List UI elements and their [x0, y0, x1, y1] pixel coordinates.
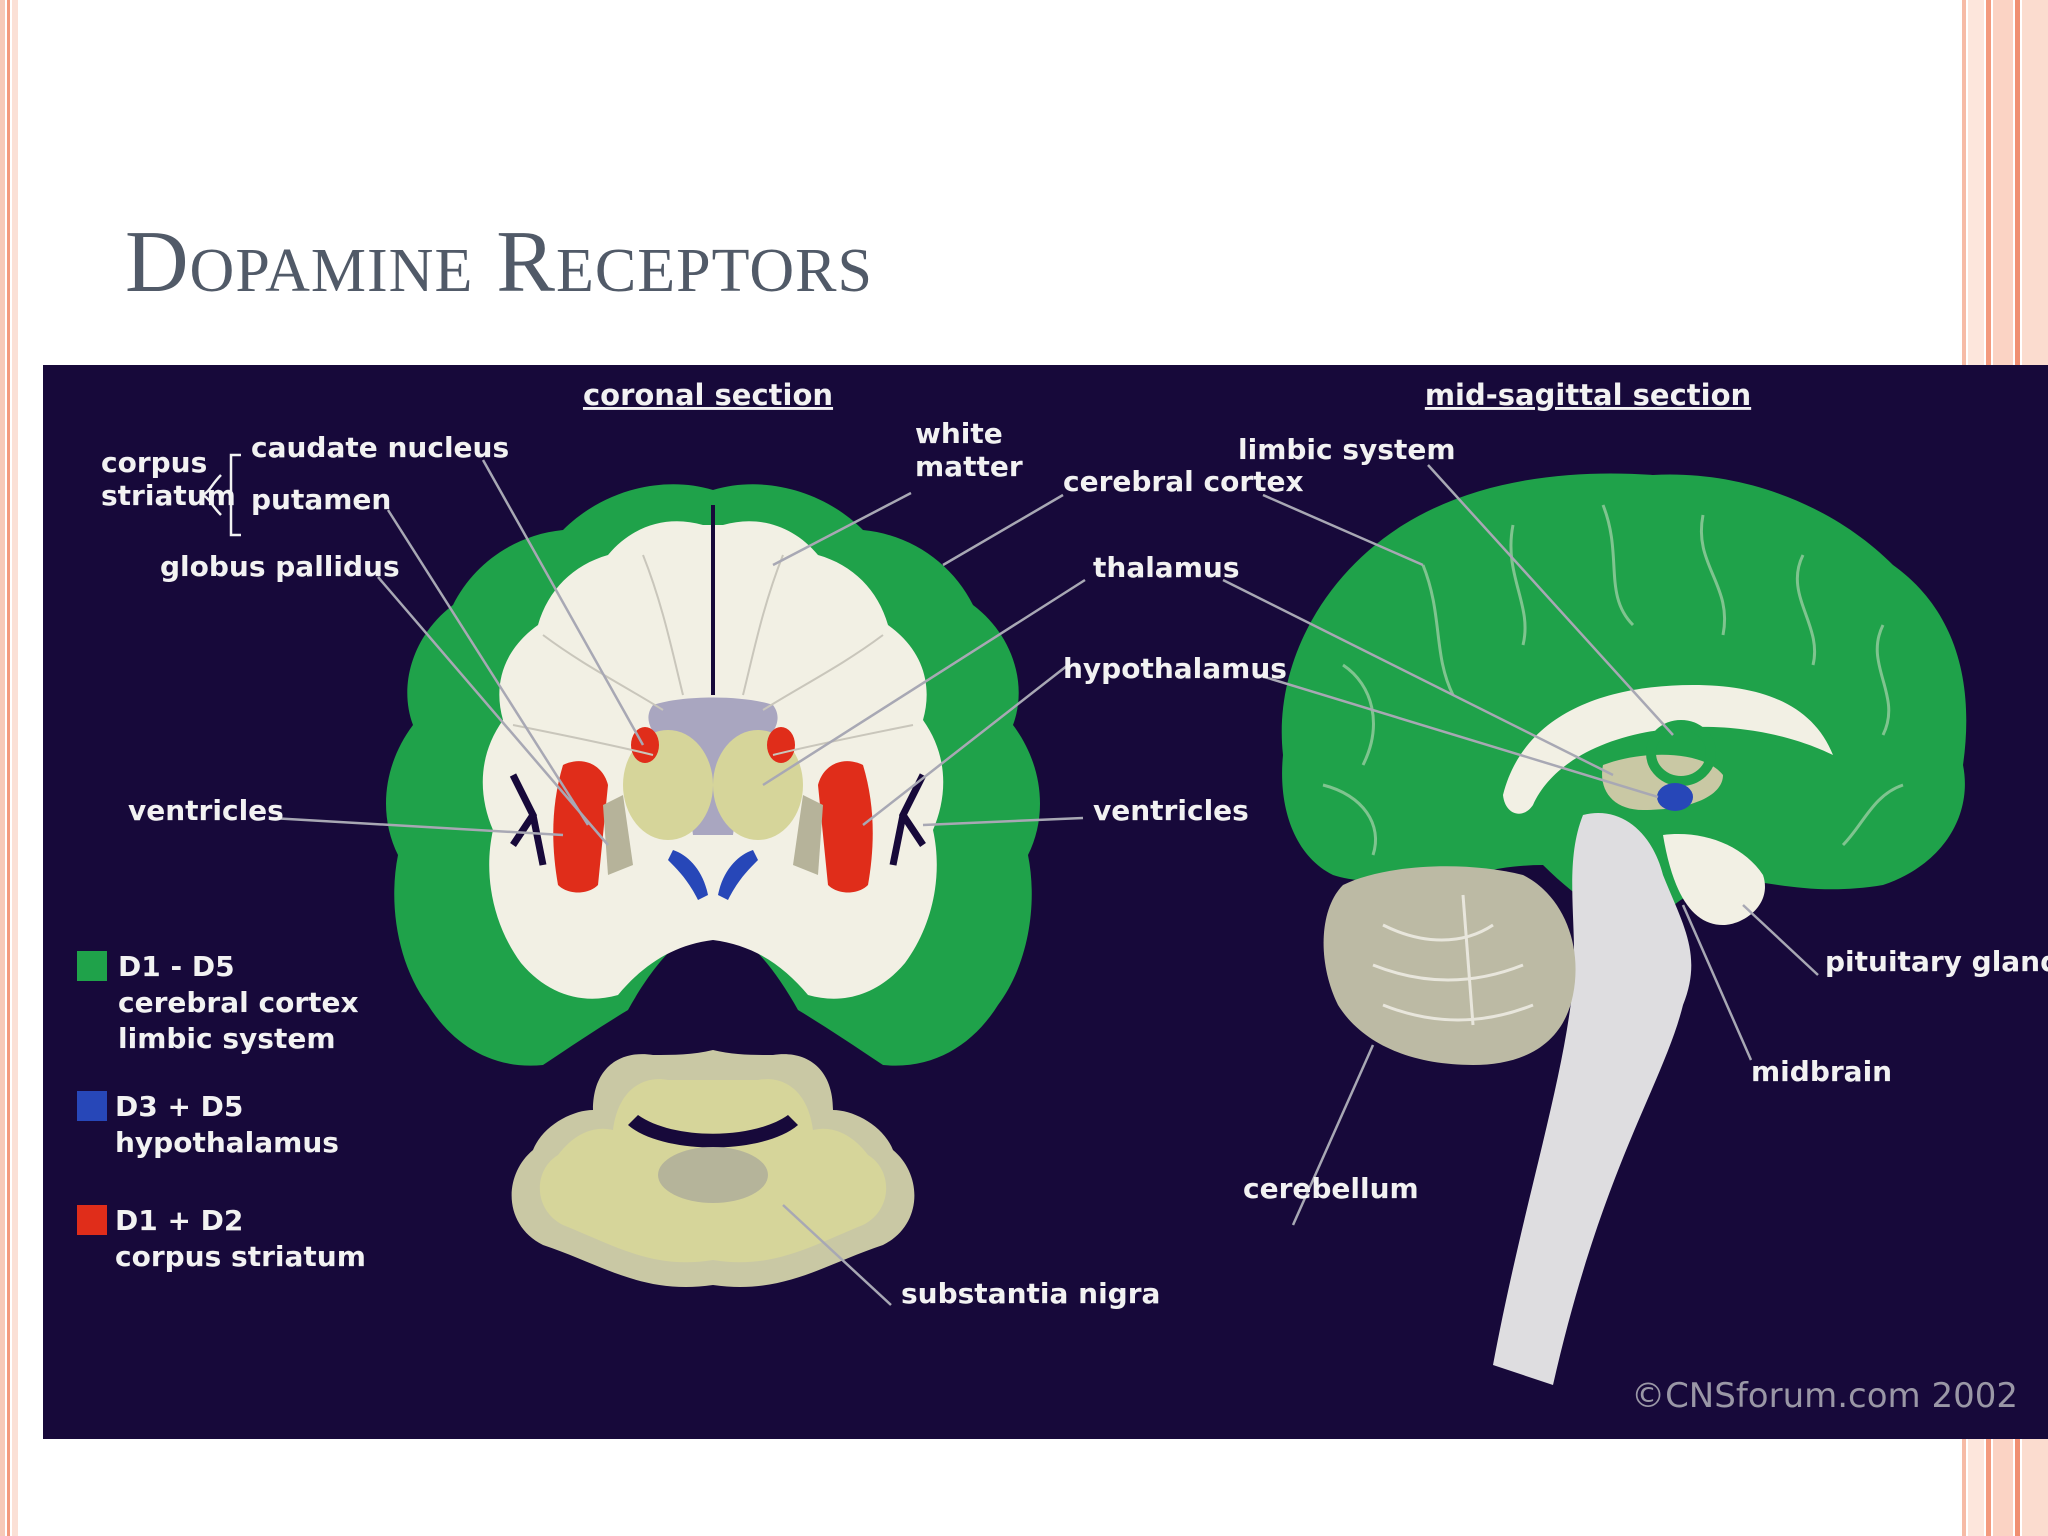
- legend-text-cerebral-cortex: cerebral cortex: [118, 986, 359, 1019]
- coronal-hypothalamus: [668, 850, 758, 900]
- legend-text-limbic-system: limbic system: [118, 1022, 336, 1055]
- legend: D1 - D5 cerebral cortex limbic system D3…: [77, 950, 366, 1273]
- legend-text-hypothalamus: hypothalamus: [115, 1126, 339, 1159]
- legend-text-corpus-striatum: corpus striatum: [115, 1240, 366, 1273]
- coronal-internal-grey: [648, 697, 778, 835]
- copyright-text: ©CNSforum.com 2002: [1631, 1376, 2018, 1416]
- sagittal-hypothalamus: [1657, 783, 1693, 811]
- label-striatum: striatum: [101, 479, 236, 512]
- sagittal-brain: [1281, 473, 1967, 1385]
- coronal-putamen-right: [818, 761, 873, 893]
- label-substantia-nigra: substantia nigra: [901, 1277, 1160, 1310]
- coronal-globus-pallidus-right: [793, 795, 823, 875]
- cerebellum-folds: [1372, 894, 1534, 1026]
- sagittal-corpus-callosum: [1503, 685, 1833, 814]
- label-ventricles-left: ventricles: [128, 794, 284, 827]
- label-pituitary-gland: pituitary gland: [1825, 945, 2048, 978]
- legend-receptors-d3-d5: D3 + D5: [115, 1090, 243, 1123]
- label-white: white: [915, 417, 1003, 450]
- left-border-stripe: [0, 0, 5, 1536]
- sagittal-limbic-ring: [1646, 720, 1716, 786]
- label-caudate-nucleus: caudate nucleus: [251, 431, 509, 464]
- legend-receptors-d1-d2: D1 + D2: [115, 1204, 243, 1237]
- label-hypothalamus: hypothalamus: [1063, 652, 1287, 685]
- coronal-globus-pallidus-left: [603, 795, 633, 875]
- brainstem-core: [658, 1147, 768, 1203]
- legend-swatch-blue: [77, 1091, 107, 1121]
- label-limbic-system: limbic system: [1238, 433, 1456, 466]
- coronal-caudate-right: [767, 727, 795, 763]
- slide-title: Dopamine Receptors: [125, 214, 873, 311]
- legend-swatch-red: [77, 1205, 107, 1235]
- left-border-stripe: [7, 0, 10, 1536]
- label-cerebellum: cerebellum: [1243, 1172, 1419, 1205]
- sagittal-folds: [1322, 504, 1904, 856]
- sagittal-pons: [1663, 834, 1765, 925]
- label-midbrain: midbrain: [1751, 1055, 1892, 1088]
- diagram-canvas: coronal section mid-sagittal section cor…: [77, 378, 2048, 1416]
- coronal-brain: [386, 484, 1040, 1066]
- coronal-section-heading: coronal section: [583, 378, 833, 412]
- label-corpus: corpus: [101, 446, 207, 479]
- legend-receptors-d1-d5: D1 - D5: [118, 950, 235, 983]
- coronal-ventricle-left: [509, 773, 547, 866]
- sagittal-cerebellum: [1323, 866, 1576, 1065]
- sagittal-section-heading: mid-sagittal section: [1425, 378, 1751, 412]
- label-thalamus: thalamus: [1093, 551, 1239, 584]
- legend-swatch-green: [77, 951, 107, 981]
- brain-diagram: coronal section mid-sagittal section cor…: [43, 365, 2048, 1439]
- left-border-stripe: [12, 0, 18, 1536]
- sagittal-brainstem: [1493, 813, 1692, 1385]
- coronal-fissure: [711, 505, 715, 695]
- brainstem-section: [511, 1050, 915, 1287]
- substantia-nigra: [628, 1115, 798, 1148]
- label-matter: matter: [915, 450, 1023, 483]
- coronal-ventricle-right: [889, 773, 927, 866]
- leader-lines: [200, 453, 1819, 1306]
- label-putamen: putamen: [251, 483, 391, 516]
- label-cerebral-cortex: cerebral cortex: [1063, 465, 1304, 498]
- label-ventricles-right: ventricles: [1093, 794, 1249, 827]
- label-globus-pallidus: globus pallidus: [160, 550, 400, 583]
